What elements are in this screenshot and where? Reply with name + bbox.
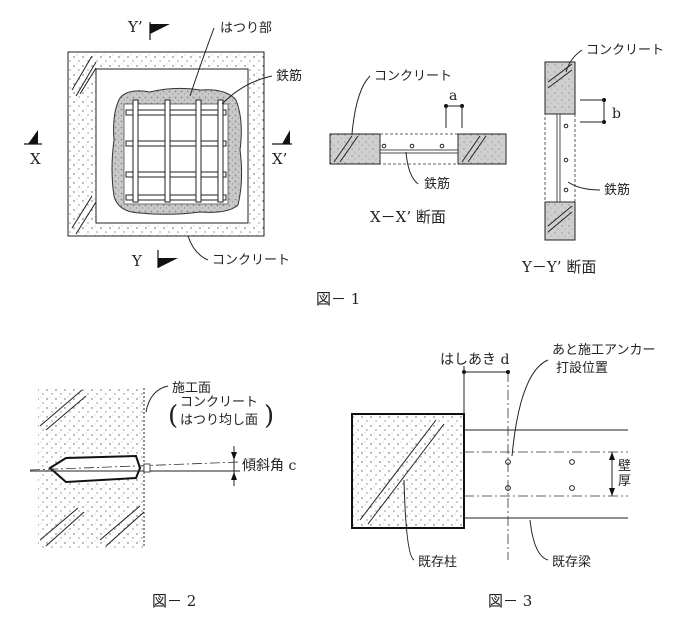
fig2-caption: 図－ 2 — [152, 592, 196, 610]
section-xx-rebar-label: 鉄筋 — [424, 176, 450, 192]
section-yy-rebar-label: 鉄筋 — [604, 182, 630, 198]
surface-label-line1: 施工面 — [172, 381, 211, 396]
fig3-caption: 図－ 3 — [488, 592, 532, 610]
edge-distance-label: はしあき d — [440, 352, 509, 368]
label-x: X — [30, 150, 41, 168]
label-y-prime: Y’ — [127, 18, 143, 36]
hatch-corner — [71, 55, 97, 235]
fig1-plan-view: Y’ Y X X’ はつり部 鉄筋 コンクリート — [24, 18, 302, 270]
surface-label-bracket-open: ( — [168, 401, 178, 431]
anchor-label-line2: 打設位置 — [556, 360, 608, 376]
dim-a-label: a — [449, 88, 457, 104]
chipped-part-label: はつり部 — [220, 21, 272, 36]
plan-rebar-label: 鉄筋 — [276, 68, 302, 84]
surface-label-line2: コンクリート — [180, 395, 258, 410]
section-markers — [24, 22, 292, 268]
fig2-anchor-angle: 施工面 ( コンクリート はつり均し面 ) 傾斜角 c — [29, 381, 296, 548]
section-xx-concrete-label: コンクリート — [374, 69, 452, 84]
anchor-label-line1: あと施工アンカー — [552, 343, 655, 358]
fig3-plan: はしあき d あと施工アンカー 打設位置 壁厚 既存柱 既存梁 — [351, 343, 655, 570]
wall-thickness-char: 壁 — [618, 459, 631, 474]
dim-b-label: b — [612, 106, 621, 122]
section-yy-title: Y－Y’ 断面 — [521, 258, 596, 276]
fig1-section-xx: a コンクリート 鉄筋 X－X’ 断面 — [329, 69, 507, 226]
surface-label-line3: はつり均し面 — [180, 413, 258, 428]
fig1-caption: 図－ 1 — [316, 290, 360, 308]
section-xx-title: X－X’ 断面 — [370, 208, 446, 226]
wall-thickness-char: 厚 — [618, 474, 631, 489]
fig1-section-yy: b コンクリート 鉄筋 Y－Y’ 断面 — [521, 43, 664, 276]
plan-rebar-grid — [125, 99, 227, 203]
label-y: Y — [131, 252, 143, 270]
label-x-prime: X’ — [272, 150, 287, 168]
angle-label: 傾斜角 c — [242, 458, 296, 474]
section-yy-concrete-label: コンクリート — [586, 43, 664, 58]
wall-thickness-label: 壁厚 — [618, 459, 631, 489]
plan-concrete-label: コンクリート — [212, 253, 290, 268]
existing-column-label: 既存柱 — [418, 555, 457, 570]
surface-label-bracket-close: ) — [264, 401, 274, 431]
existing-beam-label: 既存梁 — [552, 555, 591, 570]
